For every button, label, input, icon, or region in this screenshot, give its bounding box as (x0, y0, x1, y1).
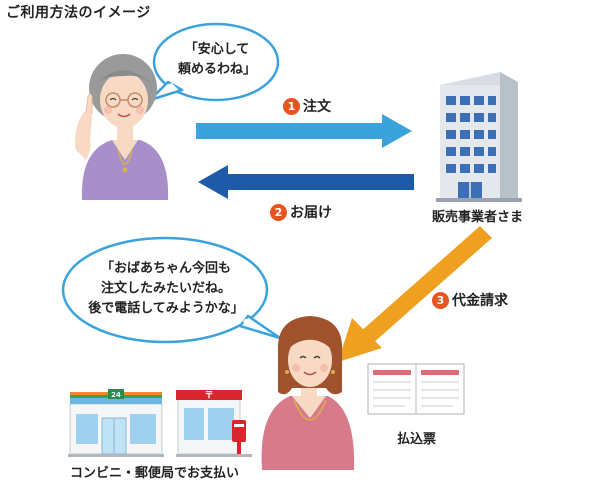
woman-speech-line-2: 注文したみたいだね。 (100, 281, 231, 296)
step-billing-label: 3 代金請求 (432, 290, 508, 310)
billing-arrow (338, 226, 492, 362)
order-arrow (196, 114, 412, 148)
grandmother-figure (75, 54, 169, 200)
step-1-text: 注文 (303, 99, 331, 115)
company-label: 販売事業者さま (432, 210, 524, 225)
diagram-title: ご利用方法のイメージ (6, 5, 151, 21)
woman-speech-line-1: 「おばあちゃん今回も (100, 261, 231, 276)
delivery-arrow (198, 165, 414, 199)
step-2-text: お届け (290, 205, 332, 221)
step-2-number: 2 (270, 203, 287, 221)
step-order-label: 1 注文 (283, 96, 331, 116)
payment-place-label: コンビニ・郵便局でお支払い (70, 466, 240, 481)
step-3-number: 3 (432, 291, 449, 309)
post-office-image: 〒 (176, 390, 252, 457)
woman-speech-text: 「おばあちゃん今回も 注文したみたいだね。 後で電話してみようかな」 (74, 259, 258, 319)
step-3-text: 代金請求 (452, 293, 508, 309)
convenience-store-image (68, 389, 164, 457)
grandma-speech-text: 「安心して 頼めるわね」 (162, 40, 272, 80)
grandma-speech-line-2: 頼めるわね」 (177, 62, 256, 77)
woman-speech-bubble (61, 236, 282, 344)
company-building (436, 72, 522, 202)
payment-slip-image (367, 363, 465, 415)
grandma-speech-bubble (148, 22, 280, 102)
woman-speech-line-3: 後で電話してみようかな」 (88, 301, 244, 316)
step-delivery-label: 2 お届け (270, 202, 332, 222)
payment-slip-label: 払込票 (397, 432, 437, 447)
step-1-number: 1 (283, 97, 300, 115)
convenience-sign-text: 24 (111, 391, 121, 399)
grandma-speech-line-1: 「安心して (184, 42, 250, 57)
svg-text:〒: 〒 (204, 391, 213, 401)
woman-figure (261, 316, 355, 470)
